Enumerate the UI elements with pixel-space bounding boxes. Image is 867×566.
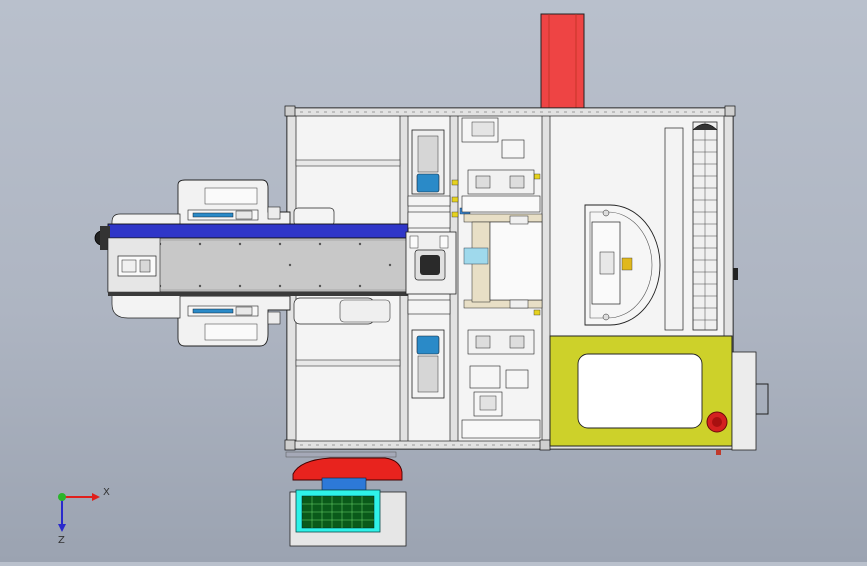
operator-station <box>285 451 407 547</box>
conveyor-belt-top <box>107 223 409 239</box>
cylinder-upper <box>407 129 451 229</box>
coordinate-triad: X Z Y <box>58 487 110 546</box>
axis-label-z: Z <box>58 535 65 546</box>
axis-label-x: X <box>103 487 110 498</box>
monitor <box>292 457 403 481</box>
left-upper-fixture <box>111 179 335 227</box>
left-lower-fixture <box>111 293 391 347</box>
conveyor <box>94 223 457 296</box>
rotary-table <box>584 204 661 326</box>
control-panel[interactable] <box>549 335 769 455</box>
chain-conveyor <box>664 121 738 331</box>
cylinder-lower <box>407 299 451 399</box>
center-workstation <box>461 117 543 439</box>
